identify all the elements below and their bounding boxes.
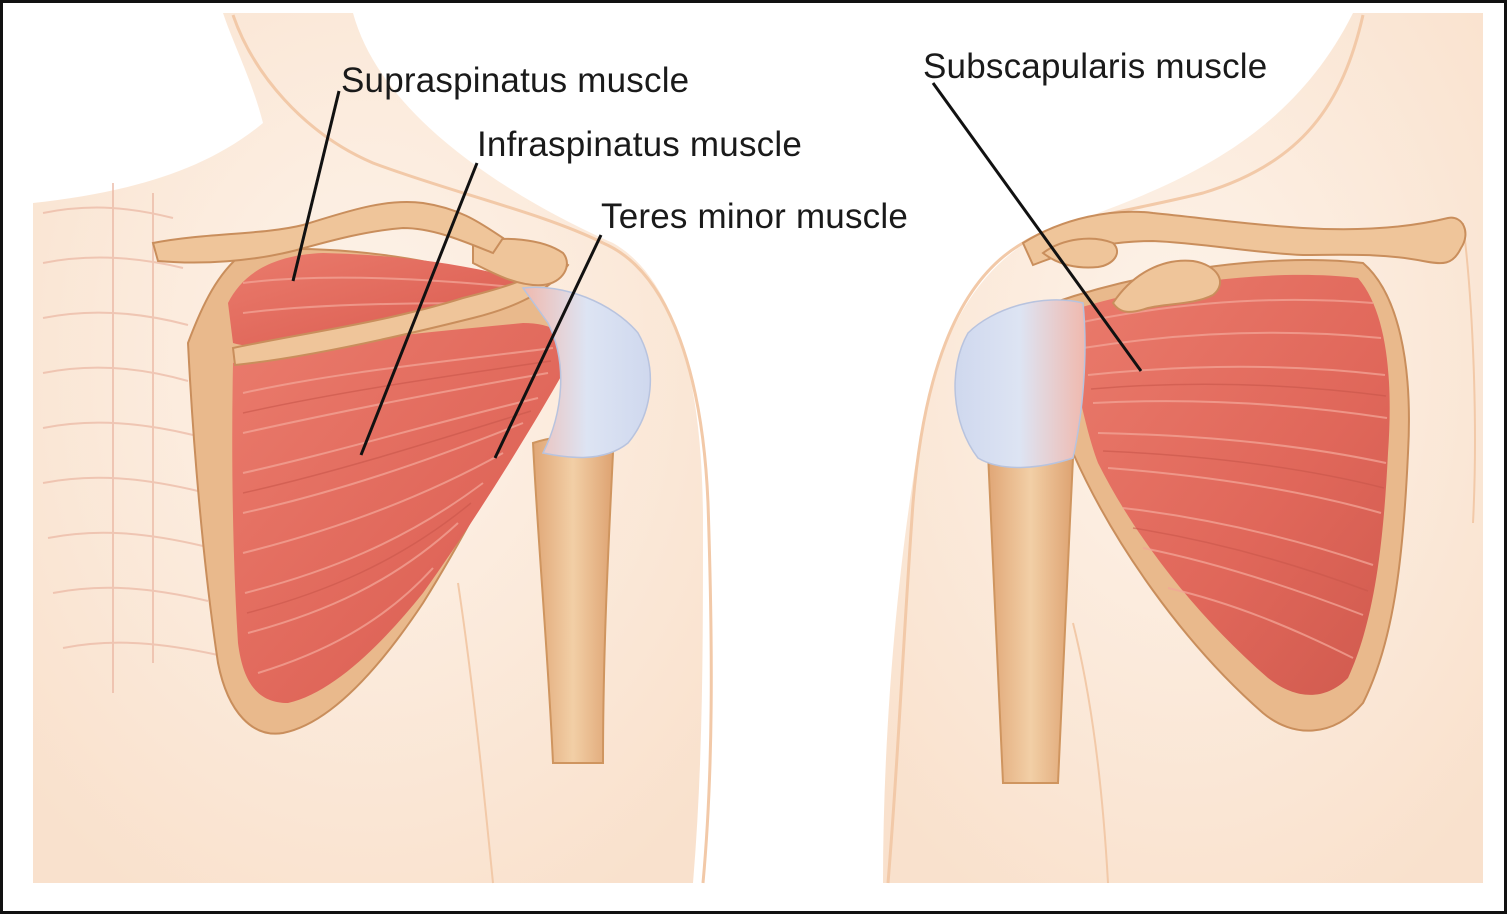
label-subscapularis: Subscapularis muscle	[923, 49, 1267, 84]
label-teres-minor: Teres minor muscle	[601, 199, 908, 234]
label-infraspinatus: Infraspinatus muscle	[477, 127, 802, 162]
right-humerus	[988, 446, 1073, 783]
label-supraspinatus: Supraspinatus muscle	[341, 63, 689, 98]
